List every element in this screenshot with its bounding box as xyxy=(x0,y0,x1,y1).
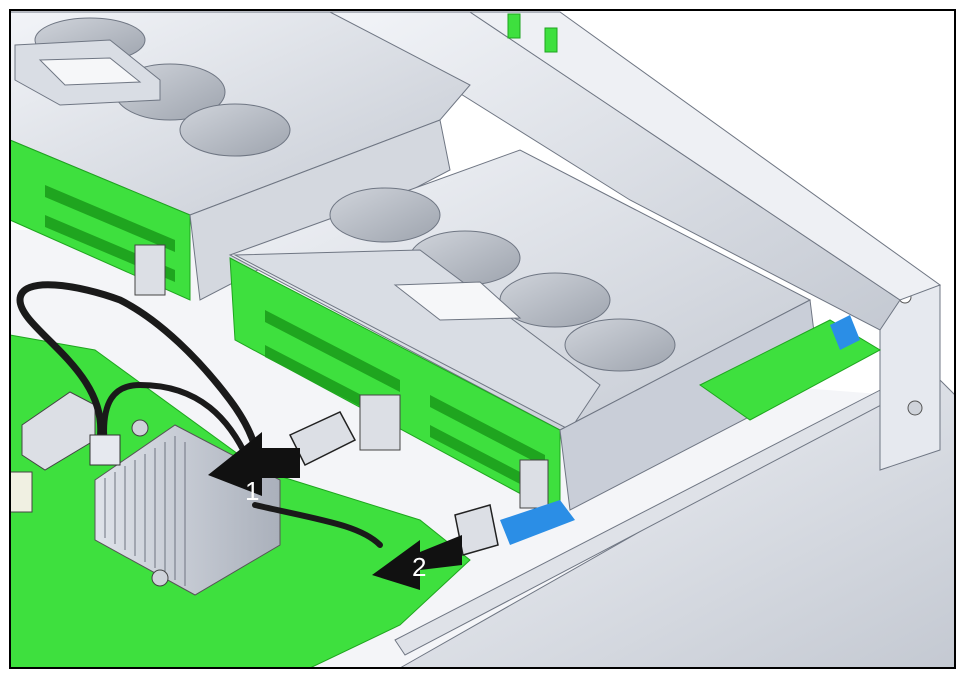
arrow-icon xyxy=(208,432,300,496)
cable-end-connector xyxy=(89,434,121,466)
top-rail-edge xyxy=(468,11,942,301)
fan-cage-handle-slot xyxy=(38,57,142,86)
fan-cable-3 xyxy=(252,502,383,548)
heatsink-screw xyxy=(151,569,169,587)
blue-cable xyxy=(500,500,575,545)
fan-cable-2 xyxy=(101,381,251,463)
fan-board-slot xyxy=(45,185,175,252)
fan-connector xyxy=(519,459,549,509)
fan-cage-front-handle-slot xyxy=(393,281,522,321)
fan-board-slot xyxy=(430,395,545,467)
blue-tab xyxy=(830,315,860,350)
callout-2: 2 xyxy=(412,552,426,582)
arrow-icon xyxy=(372,535,462,590)
fan-cage-front-handle xyxy=(233,249,601,431)
fan-board-strip xyxy=(699,319,882,421)
fan-connector xyxy=(359,394,401,451)
fan-board-slot xyxy=(265,310,400,392)
fan-opening xyxy=(179,103,291,157)
board-socket xyxy=(9,471,33,513)
top-latch-2 xyxy=(544,27,558,53)
heatsink-fins xyxy=(104,436,186,586)
diagram-border xyxy=(9,9,956,669)
top-latch xyxy=(507,13,521,39)
fan-opening xyxy=(329,187,441,243)
top-rail xyxy=(328,11,901,331)
callout-1: 1 xyxy=(245,476,259,506)
heatsink-screw xyxy=(131,419,149,437)
fan-board-slot xyxy=(430,425,545,497)
bracket-screw xyxy=(907,400,923,416)
fan-opening xyxy=(499,272,611,328)
fan-opening xyxy=(564,318,676,372)
fan-cable xyxy=(16,281,262,464)
fan-connector xyxy=(134,244,166,296)
